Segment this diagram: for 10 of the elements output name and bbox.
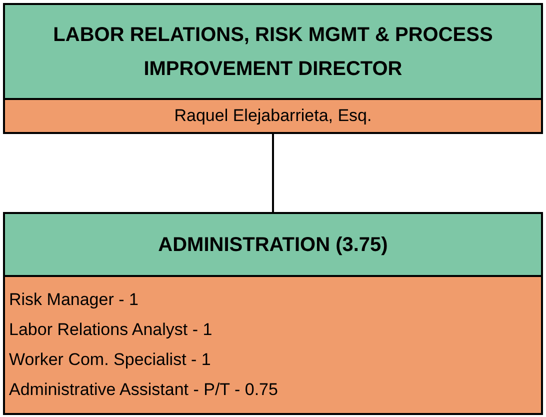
box-heading: LABOR RELATIONS, RISK MGMT & PROCESS IMPROVEMENT DIRECTOR	[52, 22, 494, 82]
position-line: Risk Manager - 1	[9, 290, 138, 309]
box-heading: ADMINISTRATION (3.75)	[158, 232, 388, 258]
person-name: Raquel Elejabarrieta, Esq.	[174, 106, 372, 125]
org-box	[3, 3, 543, 134]
position-line: Worker Com. Specialist - 1	[9, 350, 211, 369]
position-line: Labor Relations Analyst - 1	[9, 320, 212, 339]
connector-line	[272, 134, 274, 212]
org-box	[3, 212, 543, 415]
position-line: Administrative Assistant - P/T - 0.75	[9, 380, 278, 399]
